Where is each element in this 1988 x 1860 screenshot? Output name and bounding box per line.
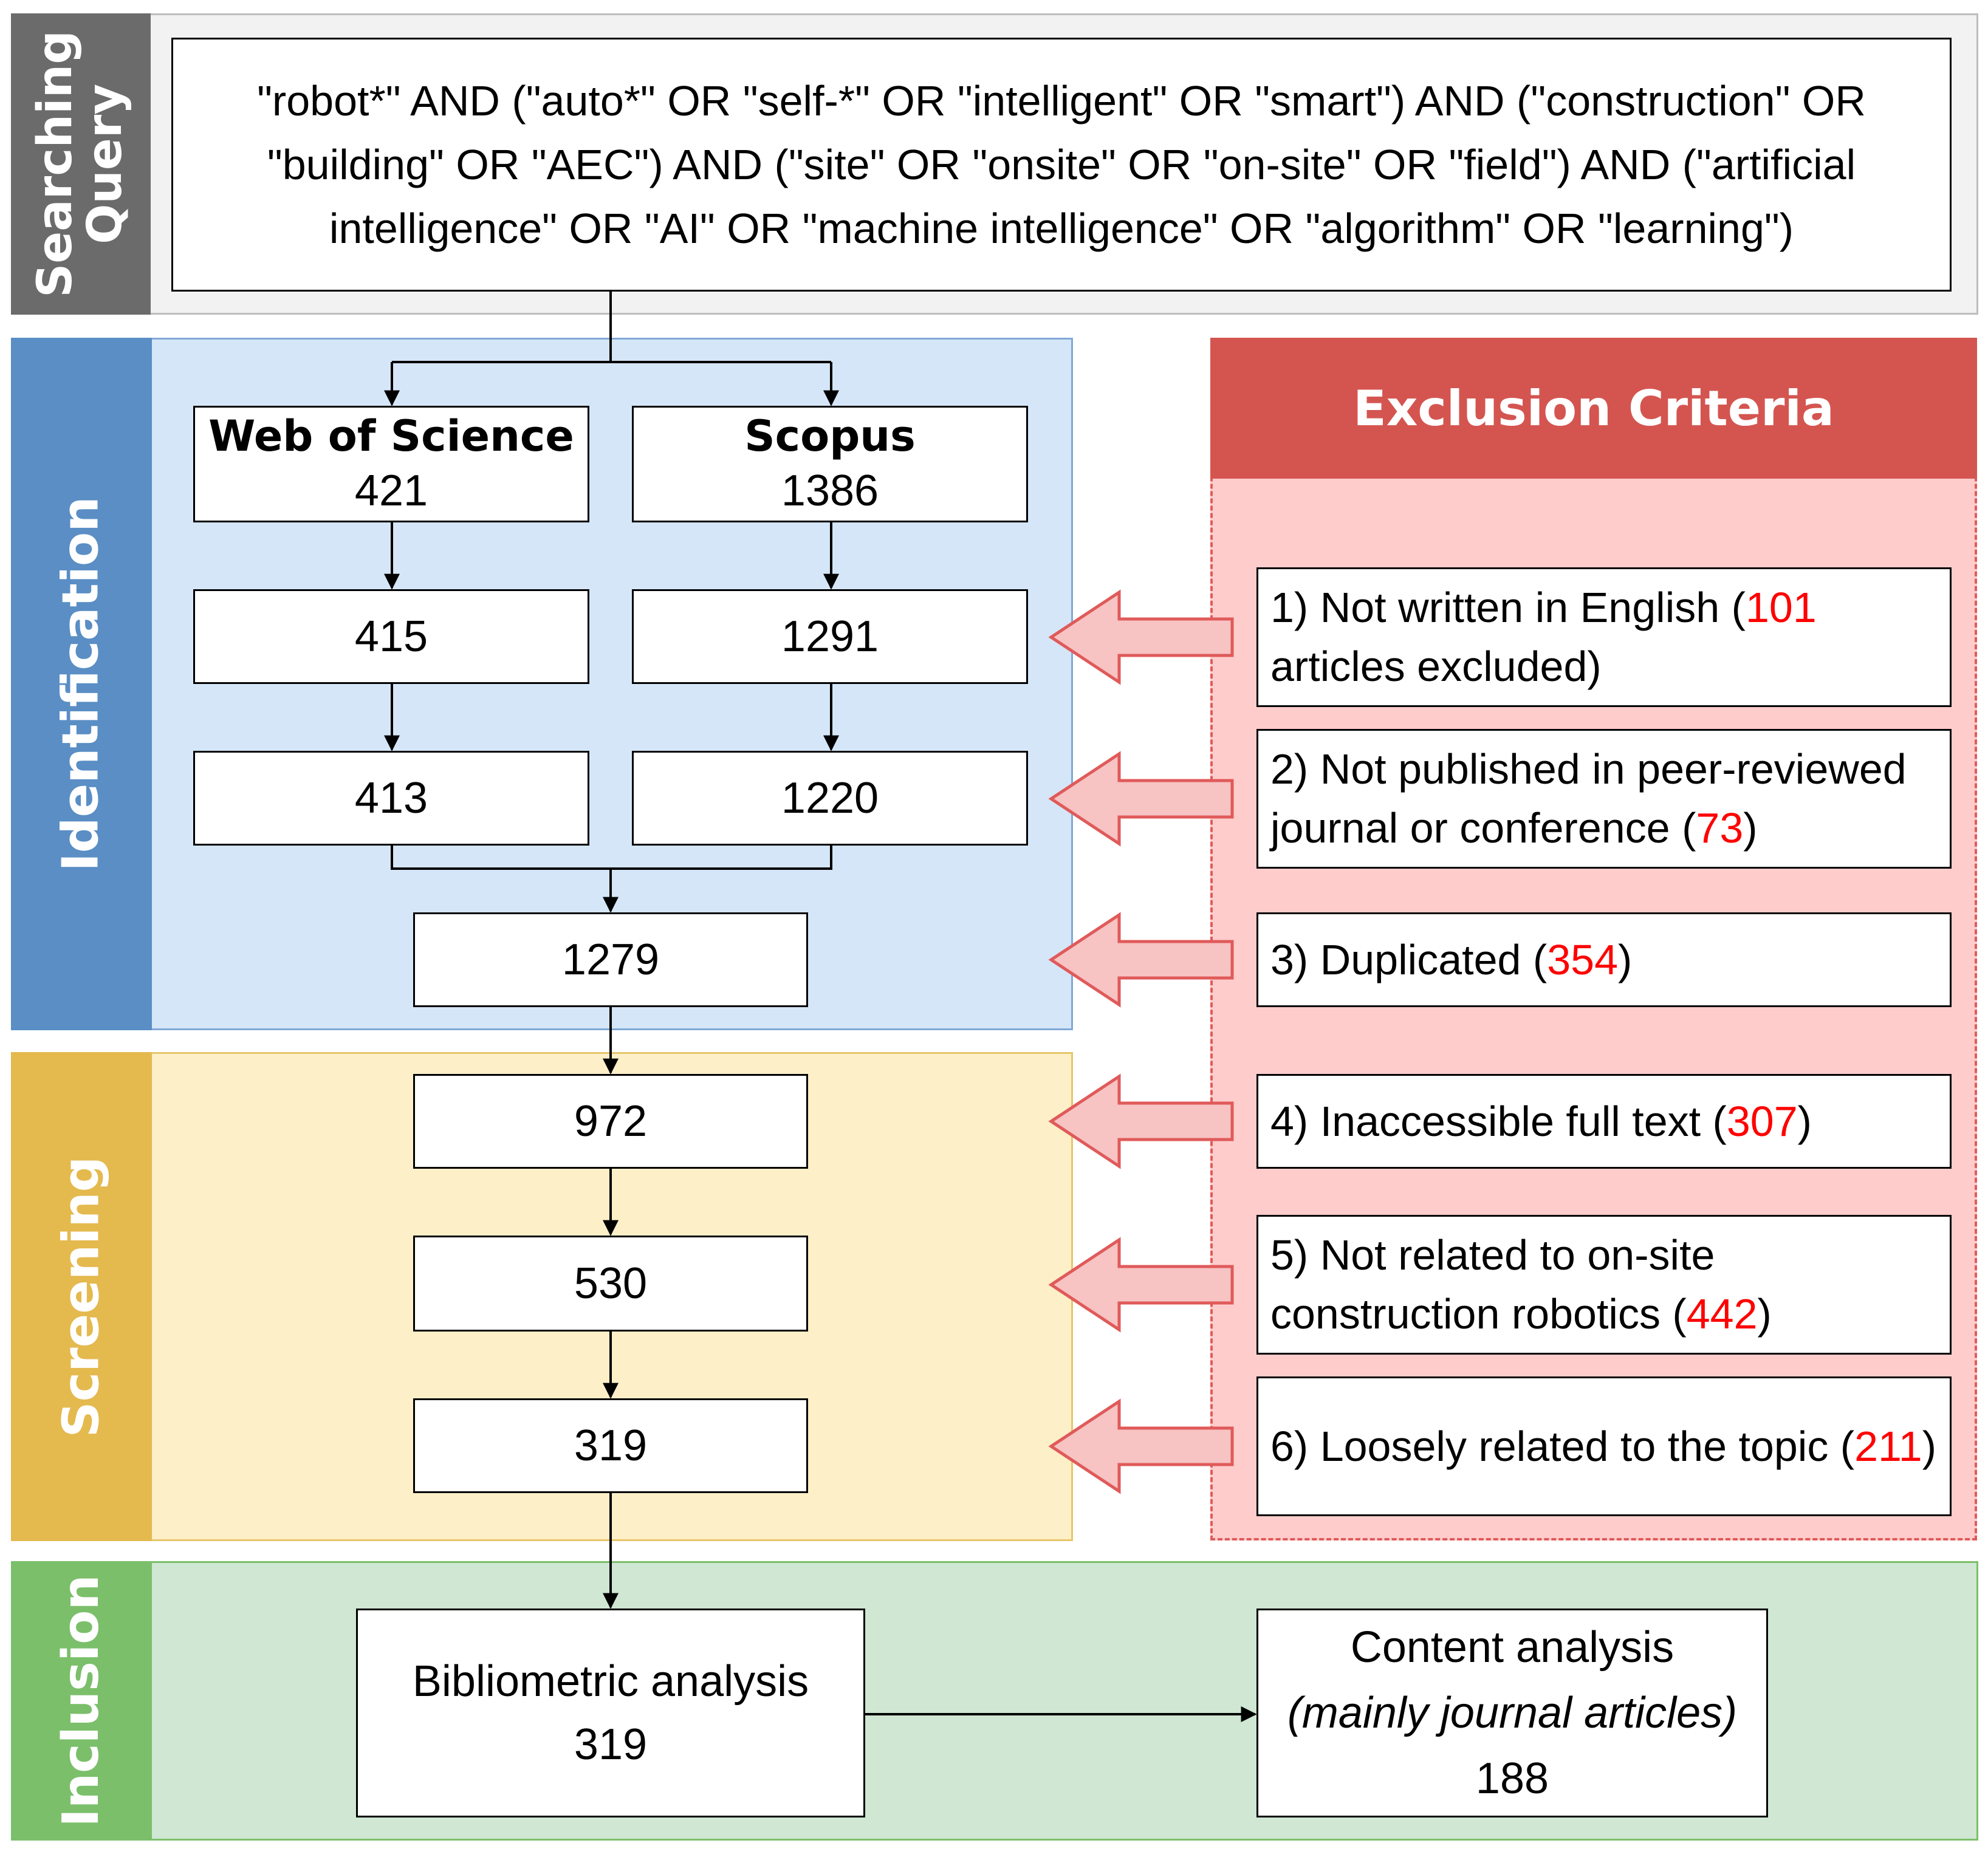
screening-box-2: 530 (413, 1236, 808, 1332)
screening-box-1: 972 (413, 1074, 808, 1169)
criterion-5-count: 442 (1686, 1290, 1758, 1338)
criterion-1-text: 1) Not written in English ( (1270, 584, 1746, 632)
exclusion-arrow-6 (1048, 1398, 1234, 1494)
wos-count-after-1-value: 415 (354, 612, 428, 661)
exclusion-criterion-3: 3) Duplicated (354) (1256, 912, 1952, 1007)
screening-count-3: 319 (574, 1421, 648, 1470)
exclusion-criterion-4: 4) Inaccessible full text (307) (1256, 1074, 1952, 1169)
criterion-4-suffix: ) (1797, 1097, 1812, 1145)
content-count: 188 (1475, 1754, 1549, 1803)
content-box: Content analysis (mainly journal article… (1256, 1609, 1768, 1817)
criterion-6-text: 6) Loosely related to the topic ( (1270, 1422, 1855, 1470)
scopus-box: Scopus 1386 (632, 406, 1028, 522)
exclusion-arrow-1 (1048, 589, 1234, 685)
inclusion-side (11, 1561, 152, 1841)
scopus-name: Scopus (744, 411, 916, 462)
exclusion-criterion-1: 1) Not written in English (101 articles … (1256, 567, 1952, 707)
criterion-6-suffix: ) (1922, 1422, 1937, 1470)
criterion-5-suffix: ) (1757, 1290, 1772, 1338)
exclusion-title: Exclusion Criteria (1353, 380, 1834, 437)
merged-count: 1279 (561, 935, 660, 984)
exclusion-arrow-4 (1048, 1073, 1234, 1169)
criterion-1-suffix: articles excluded) (1270, 643, 1602, 690)
wos-name: Web of Science (208, 411, 574, 462)
connector-merge (391, 846, 832, 870)
criterion-4-text: 4) Inaccessible full text ( (1270, 1097, 1727, 1145)
scopus-count-after-1-value: 1291 (781, 612, 879, 661)
criterion-3-suffix: ) (1618, 935, 1633, 983)
criterion-3-text: 3) Duplicated ( (1270, 935, 1548, 983)
exclusion-criterion-2: 2) Not published in peer-reviewed journa… (1256, 729, 1952, 869)
scopus-count-after-2: 1220 (632, 751, 1028, 846)
scopus-count-after-2-value: 1220 (781, 774, 879, 822)
search-query-text: "robot*" AND ("auto*" OR "self-*" OR "in… (257, 77, 1866, 252)
wos-count: 421 (354, 466, 428, 515)
bibliometric-box: Bibliometric analysis 319 (356, 1609, 865, 1817)
identification-side (11, 338, 152, 1030)
criterion-2-suffix: ) (1743, 804, 1758, 852)
searching-query-side (11, 13, 151, 315)
criterion-3-count: 354 (1547, 935, 1619, 983)
exclusion-criterion-6: 6) Loosely related to the topic (211) (1256, 1376, 1952, 1516)
exclusion-arrow-2 (1048, 751, 1234, 847)
criterion-5-text: 5) Not related to on-site construction r… (1270, 1231, 1715, 1338)
criterion-1-count: 101 (1745, 584, 1817, 632)
bibliometric-count: 319 (574, 1720, 648, 1769)
bibliometric-label: Bibliometric analysis (412, 1657, 809, 1706)
merged-count-box: 1279 (413, 912, 808, 1007)
exclusion-arrow-5 (1048, 1237, 1234, 1333)
wos-box: Web of Science 421 (193, 406, 589, 522)
content-label: Content analysis (1350, 1623, 1674, 1672)
screening-side (11, 1052, 152, 1541)
criterion-4-count: 307 (1726, 1097, 1798, 1145)
wos-count-after-2: 413 (193, 751, 589, 846)
scopus-count: 1386 (781, 466, 879, 515)
exclusion-arrow-3 (1048, 912, 1234, 1008)
wos-count-after-1: 415 (193, 589, 589, 684)
screening-count-1: 972 (574, 1097, 648, 1146)
search-query-box: "robot*" AND ("auto*" OR "self-*" OR "in… (171, 38, 1952, 292)
screening-count-2: 530 (574, 1259, 648, 1308)
criterion-2-count: 73 (1696, 804, 1744, 852)
criterion-2-text: 2) Not published in peer-reviewed journa… (1270, 745, 1907, 852)
exclusion-header: Exclusion Criteria (1210, 338, 1977, 479)
connector-query-split (392, 292, 831, 363)
wos-count-after-2-value: 413 (354, 774, 428, 822)
criterion-6-count: 211 (1854, 1422, 1922, 1470)
content-note: (mainly journal articles) (1287, 1689, 1738, 1737)
exclusion-criterion-5: 5) Not related to on-site construction r… (1256, 1215, 1952, 1355)
scopus-count-after-1: 1291 (632, 589, 1028, 684)
screening-box-3: 319 (413, 1398, 808, 1493)
